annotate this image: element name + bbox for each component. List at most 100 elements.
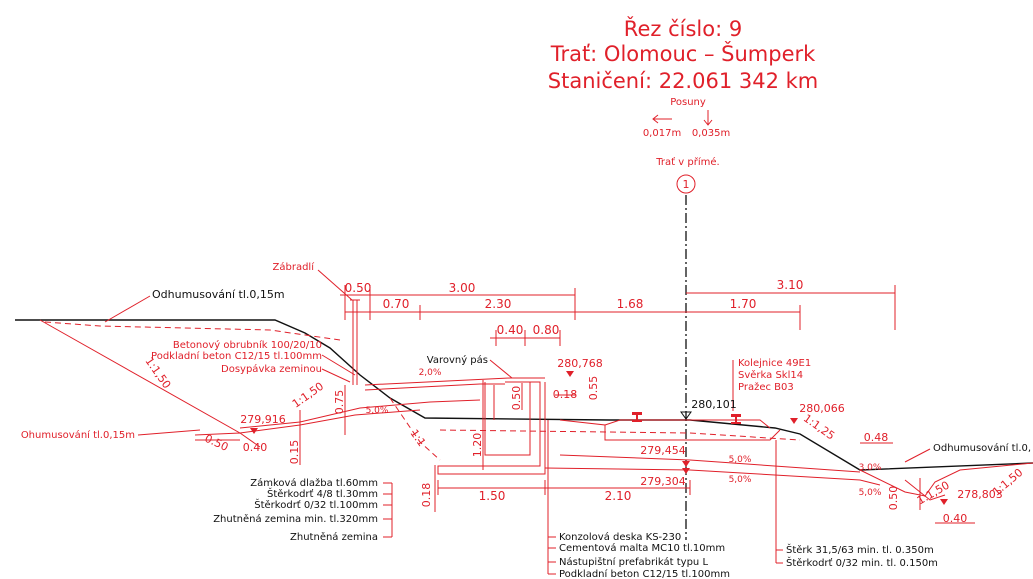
layer-bracket-right — [775, 440, 783, 564]
topsoil-removal-top-leader — [104, 295, 151, 323]
platform-inner-box — [484, 382, 531, 456]
dim-040-left: 0.40 — [243, 441, 268, 454]
dim-150: 1.50 — [479, 489, 506, 503]
topsoil-removal-left-label: Ohumusování tl.0,15m — [21, 429, 135, 441]
dim-048: 0.48 — [864, 431, 889, 444]
dim-050-right: 0.50 — [887, 486, 900, 511]
bottom-dimension-lines — [195, 439, 975, 524]
vertical-dimension-lines — [299, 380, 921, 512]
subballast-line-b — [544, 467, 881, 486]
platform-top-line — [364, 377, 530, 386]
dim-050-v: 0.50 — [510, 386, 523, 411]
gradient-50-left: 5,0% — [366, 406, 389, 416]
layer-center-1: Cementová malta MC10 tl.10mm — [559, 542, 725, 554]
layer-left-4: Zhutněná zemina — [290, 531, 378, 543]
embankment-dashed — [389, 397, 441, 461]
shift-down-arrow-icon — [703, 110, 713, 126]
elevation-280066: 280,066 — [799, 402, 845, 415]
dim-075: 0.75 — [333, 390, 346, 415]
slope-11: 1:1 — [407, 427, 428, 449]
top-dimension-lines — [340, 285, 896, 346]
dim-018-a: 0.18 — [553, 388, 578, 401]
dim-168: 1.68 — [617, 297, 644, 311]
sleeper-label: Pražec B03 — [738, 381, 794, 393]
gradient-50-center-2: 5,0% — [729, 475, 752, 485]
layer-left-0: Zámková dlažba tl.60mm — [250, 477, 378, 489]
layer-right-1: Štěrkodrť 0/32 min. tl. 0.150m — [786, 556, 938, 569]
cut-number-title: Řez číslo: 9 — [624, 16, 742, 41]
elevation-279916: 279,916 — [240, 413, 286, 426]
track-number-circle — [676, 174, 696, 194]
gradient-20: 2,0% — [419, 368, 442, 378]
layer-center-2: Nástupištní prefabrikát typu L — [559, 556, 708, 568]
layer-left-1: Štěrkodrť 4/8 tl.30mm — [267, 487, 378, 500]
railing-icon — [350, 299, 360, 385]
layer-center-0: Konzolová deska KS-230 — [559, 531, 681, 543]
dim-210: 2.10 — [605, 489, 632, 503]
dim-050-top: 0.50 — [345, 281, 372, 295]
layer-center-3: Podkladní beton C12/15 tl.100mm — [559, 568, 730, 579]
curb-leader — [321, 354, 356, 376]
backfill-label: Dosypávka zeminou — [221, 363, 322, 375]
dim-170: 1.70 — [730, 297, 757, 311]
topsoil-removal-right-label: Odhumusování tl.0, — [933, 442, 1031, 454]
elevation-markers — [250, 371, 948, 505]
right-rail-icon — [731, 414, 741, 424]
elevation-279304: 279,304 — [640, 475, 686, 488]
slope-150-berm: 1:1,50 — [290, 380, 326, 411]
shifts-label: Posuny — [670, 97, 706, 108]
railing-label: Zábradlí — [273, 261, 316, 273]
dim-015: 0.15 — [288, 440, 301, 465]
platform-l-element — [437, 381, 546, 475]
chainage-title: Staničení: 22.061 342 km — [548, 69, 818, 93]
ballast-bed — [559, 419, 781, 441]
dim-230: 2.30 — [485, 297, 512, 311]
layer-upper-left — [239, 399, 481, 429]
dim-040-a: 0.40 — [497, 323, 524, 337]
dim-310: 3.10 — [777, 278, 804, 292]
subballast-line-a — [559, 454, 861, 473]
curb-base-label: Podkladní beton C12/15 tl.100mm — [151, 350, 322, 362]
layer-bracket-left — [383, 482, 393, 538]
curb-label: Betonový obrubník 100/20/10 — [173, 339, 322, 351]
track-number: 1 — [683, 178, 690, 191]
clip-label: Svěrka Skl14 — [738, 369, 803, 381]
dim-055: 0.55 — [587, 376, 600, 401]
backfill-leader — [321, 368, 351, 383]
gradient-50-right: 5,0% — [859, 488, 882, 498]
layer-bracket-center — [547, 420, 556, 575]
elevation-280768: 280,768 — [557, 357, 603, 370]
topsoil-removal-left-leader — [137, 429, 201, 436]
layer-left-3: Zhutněná zemina min. tl.320mm — [213, 513, 378, 525]
dim-080: 0.80 — [533, 323, 560, 337]
elevation-278803: 278,803 — [957, 488, 1003, 501]
berm-ditch-left — [194, 432, 261, 448]
layer-dashed-left — [44, 321, 341, 341]
dim-040-right: 0.40 — [943, 512, 968, 525]
gradient-50-center-1: 5,0% — [729, 455, 752, 465]
axis-label: Trať v přímé. — [655, 156, 719, 168]
shift-left-arrow-icon — [652, 114, 672, 124]
layer-right-0: Štěrk 31,5/63 min. tl. 0.350m — [786, 543, 934, 556]
dim-018-b: 0.18 — [420, 483, 433, 508]
rail-label: Kolejnice 49E1 — [738, 358, 811, 369]
topsoil-removal-right-leader — [904, 448, 931, 463]
elevation-280101: 280,101 — [691, 398, 737, 411]
left-rail-icon — [632, 412, 642, 422]
right-ditch — [859, 462, 1033, 497]
right-ditch-inner — [904, 479, 946, 501]
terrain-line-left — [15, 319, 611, 421]
elevation-279454: 279,454 — [640, 444, 686, 457]
dim-070: 0.70 — [383, 297, 410, 311]
topsoil-removal-top-label: Odhumusování tl.0,15m — [152, 288, 285, 301]
dim-120: 1.20 — [471, 433, 484, 458]
shift-horizontal-value: 0,017m — [643, 128, 681, 139]
subgrade-dashed-center — [439, 429, 801, 441]
dim-300: 3.00 — [449, 281, 476, 295]
gradient-30: 3,0% — [859, 463, 882, 473]
dim-050-left: 0.50 — [203, 432, 231, 454]
warning-strip-label: Varovný pás — [427, 354, 488, 366]
layer-left-2: Štěrkodrť 0/32 tl.100mm — [254, 498, 378, 511]
warning-strip-leader — [489, 359, 513, 379]
